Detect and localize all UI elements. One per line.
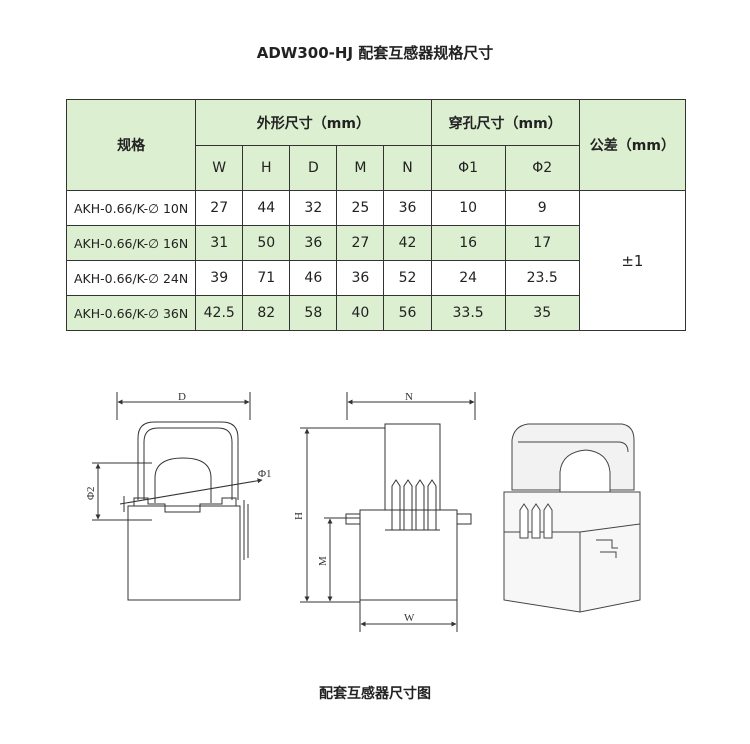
tolerance-cell: ±1 <box>578 190 687 331</box>
hole-dim-header: 穿孔尺寸（mm） <box>430 99 580 146</box>
value-cell: 36 <box>336 260 385 296</box>
value-cell: 27 <box>336 225 385 261</box>
col-header-d: D <box>289 145 338 191</box>
table-row: AKH-0.66/K-∅ 24N 39 71 46 36 52 24 23.5 <box>65 260 686 296</box>
label-d: D <box>178 391 186 403</box>
dimension-drawings: D Φ1 Φ2 N H M W <box>85 391 641 632</box>
front-view-drawing <box>92 392 263 601</box>
value-cell: 32 <box>289 190 338 226</box>
value-cell: 27 <box>195 190 244 226</box>
spec-table: 规格 外形尺寸（mm） 穿孔尺寸（mm） 公差（mm） W H D M N Φ1… <box>65 99 687 331</box>
value-cell: 52 <box>383 260 432 296</box>
value-cell: 44 <box>242 190 291 226</box>
label-w: W <box>404 612 415 624</box>
col-header-w: W <box>195 145 244 191</box>
label-m: M <box>317 556 329 566</box>
value-cell: 33.5 <box>430 295 506 331</box>
value-cell: 58 <box>289 295 338 331</box>
col-header-phi2: Φ2 <box>504 145 580 191</box>
model-cell: AKH-0.66/K-∅ 16N <box>65 225 197 261</box>
value-cell: 24 <box>430 260 506 296</box>
label-n: N <box>405 391 413 403</box>
value-cell: 10 <box>430 190 506 226</box>
model-cell: AKH-0.66/K-∅ 24N <box>65 260 197 296</box>
spec-header: 规格 <box>65 99 197 191</box>
value-cell: 40 <box>336 295 385 331</box>
value-cell: 71 <box>242 260 291 296</box>
value-cell: 82 <box>242 295 291 331</box>
table-row: AKH-0.66/K-∅ 36N 42.5 82 58 40 56 33.5 3… <box>65 295 686 331</box>
value-cell: 23.5 <box>504 260 580 296</box>
label-phi1: Φ1 <box>258 468 272 480</box>
label-h: H <box>293 512 305 520</box>
perspective-view-drawing <box>503 423 641 613</box>
col-header-m: M <box>336 145 385 191</box>
page-title: ADW300-HJ 配套互感器规格尺寸 <box>256 44 494 62</box>
col-header-n: N <box>383 145 432 191</box>
value-cell: 42 <box>383 225 432 261</box>
model-cell: AKH-0.66/K-∅ 36N <box>65 295 197 331</box>
model-cell: AKH-0.66/K-∅ 10N <box>65 190 197 226</box>
value-cell: 25 <box>336 190 385 226</box>
value-cell: 56 <box>383 295 432 331</box>
value-cell: 50 <box>242 225 291 261</box>
tolerance-header: 公差（mm） <box>578 99 687 191</box>
value-cell: 16 <box>430 225 506 261</box>
table-row: AKH-0.66/K-∅ 10N 27 44 32 25 36 10 9 ±1 <box>65 190 687 331</box>
value-cell: 42.5 <box>195 295 244 331</box>
value-cell: 36 <box>289 225 338 261</box>
col-header-h: H <box>242 145 291 191</box>
value-cell: 36 <box>383 190 432 226</box>
side-view-drawing <box>300 392 476 632</box>
value-cell: 9 <box>504 190 580 226</box>
value-cell: 46 <box>289 260 338 296</box>
value-cell: 39 <box>195 260 244 296</box>
value-cell: 31 <box>195 225 244 261</box>
drawing-caption: 配套互感器尺寸图 <box>319 686 431 702</box>
value-cell: 35 <box>504 295 580 331</box>
value-cell: 17 <box>504 225 580 261</box>
label-phi2: Φ2 <box>85 486 97 500</box>
col-header-phi1: Φ1 <box>430 145 506 191</box>
outer-dim-header: 外形尺寸（mm） <box>195 99 432 146</box>
